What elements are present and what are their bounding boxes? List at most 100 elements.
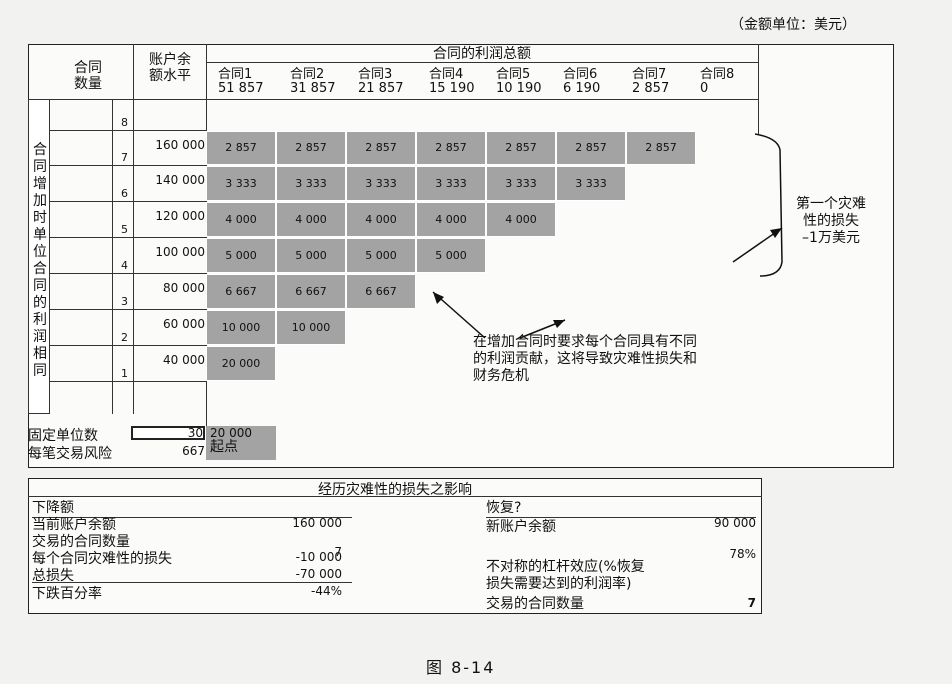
risk-value: 667 bbox=[182, 444, 205, 458]
profit-cell: 2 857 bbox=[416, 131, 486, 165]
note-callout-3: 财务危机 bbox=[473, 368, 529, 384]
profit-cell: 4 000 bbox=[276, 202, 346, 237]
contract-profit: 31 857 bbox=[290, 81, 336, 96]
row-index: 2 bbox=[121, 331, 128, 344]
contract-name: 合同5 bbox=[496, 67, 531, 82]
profit-cell: 3 333 bbox=[416, 166, 486, 201]
profit-cell: 3 333 bbox=[276, 166, 346, 201]
contract-profit: 51 857 bbox=[218, 81, 264, 96]
header-contract-count: 合同 数量 bbox=[58, 60, 118, 92]
profit-cell: 3 333 bbox=[486, 166, 556, 201]
side-label: 合同增加时单位合同的利润相同 bbox=[33, 142, 47, 379]
start-cell: 20 000 起点 bbox=[206, 426, 276, 460]
impact-title-divider bbox=[28, 496, 762, 497]
profit-cell: 2 857 bbox=[556, 131, 626, 165]
profit-cell: 5 000 bbox=[276, 238, 346, 273]
account-level: 80 000 bbox=[163, 281, 205, 295]
profit-cell: 3 333 bbox=[206, 166, 276, 201]
impact-left-label: 总损失 bbox=[32, 568, 74, 584]
note-callout: 在增加合同时要求每个合同具有不同 的利润贡献，这将导致灾难性损失和 财务危机 bbox=[473, 334, 743, 385]
unit-note: （金额单位：美元） bbox=[730, 17, 856, 33]
contract-name: 合同4 bbox=[429, 67, 464, 82]
row-index: 6 bbox=[121, 187, 128, 200]
profit-cell: 2 857 bbox=[486, 131, 556, 165]
col-divider-1 bbox=[133, 44, 134, 414]
row-index: 5 bbox=[121, 223, 128, 236]
row-divider bbox=[50, 273, 206, 274]
profit-cell: 2 857 bbox=[206, 131, 276, 165]
header-contract-count-2: 数量 bbox=[74, 76, 102, 92]
profit-cell: 5 000 bbox=[416, 238, 486, 273]
impact-right-value: 7 bbox=[747, 596, 756, 610]
contract-profit: 6 190 bbox=[563, 81, 601, 96]
impact-left-value: 7 bbox=[334, 545, 342, 559]
impact-title: 经历灾难性的损失之影响 bbox=[318, 482, 472, 498]
header-profit-total: 合同的利润总额 bbox=[433, 46, 531, 62]
account-level: 140 000 bbox=[155, 173, 205, 187]
fixed-units-label: 固定单位数 bbox=[28, 428, 98, 444]
row-index: 3 bbox=[121, 295, 128, 308]
impact-left-label: 交易的合同数量 bbox=[32, 534, 130, 550]
profit-cell: 4 000 bbox=[346, 202, 416, 237]
profit-cell: 6 667 bbox=[206, 274, 276, 309]
header-account-level-2: 额水平 bbox=[149, 68, 191, 84]
row-divider bbox=[50, 345, 206, 346]
col-divider-3 bbox=[758, 44, 759, 134]
account-level: 100 000 bbox=[155, 245, 205, 259]
col-divider-index bbox=[112, 99, 113, 414]
profit-cell: 10 000 bbox=[206, 310, 276, 345]
header-account-level: 账户余 额水平 bbox=[138, 52, 202, 84]
disaster-callout-3: –1万美元 bbox=[802, 230, 860, 246]
profit-title-divider bbox=[206, 62, 758, 63]
impact-right-label: 不对称的杠杆效应(%恢复 bbox=[486, 559, 645, 575]
profit-cell: 4 000 bbox=[206, 202, 276, 237]
impact-left-label: 下跌百分率 bbox=[32, 582, 352, 603]
contract-profit: 0 bbox=[700, 81, 709, 96]
contract-profit: 15 190 bbox=[429, 81, 475, 96]
impact-left-value: -70 000 bbox=[295, 567, 342, 581]
profit-cell: 20 000 bbox=[206, 346, 276, 381]
impact-left-label: 每个合同灾难性的损失 bbox=[32, 551, 172, 567]
profit-cell: 3 333 bbox=[346, 166, 416, 201]
figure-caption: 图 8-14 bbox=[426, 658, 496, 677]
impact-left-label: 当前账户余额 bbox=[32, 517, 116, 533]
row-divider bbox=[50, 309, 206, 310]
account-level: 60 000 bbox=[163, 317, 205, 331]
impact-right-label: 新账户余额 bbox=[486, 519, 556, 535]
row-index: 8 bbox=[121, 116, 128, 129]
row-index: 1 bbox=[121, 367, 128, 380]
row-index: 7 bbox=[121, 151, 128, 164]
row-divider bbox=[50, 130, 206, 131]
impact-left-heading: 下降额 bbox=[32, 497, 352, 518]
header-divider bbox=[50, 99, 758, 100]
note-callout-2: 的利润贡献，这将导致灾难性损失和 bbox=[473, 351, 697, 367]
profit-cell: 2 857 bbox=[346, 131, 416, 165]
note-callout-1: 在增加合同时要求每个合同具有不同 bbox=[473, 334, 697, 350]
impact-box bbox=[28, 478, 762, 614]
impact-left-value: -44% bbox=[310, 584, 342, 598]
contract-profit: 21 857 bbox=[358, 81, 404, 96]
profit-cell: 5 000 bbox=[346, 238, 416, 273]
contract-name: 合同8 bbox=[700, 67, 735, 82]
account-level: 40 000 bbox=[163, 353, 205, 367]
impact-right-value: 78% bbox=[729, 547, 756, 561]
contract-profit: 2 857 bbox=[632, 81, 670, 96]
risk-label: 每笔交易风险 bbox=[28, 446, 112, 462]
impact-left-value: -10 000 bbox=[295, 550, 342, 564]
profit-cell: 5 000 bbox=[206, 238, 276, 273]
fixed-units-value[interactable]: 30 bbox=[131, 426, 205, 440]
row-index: 4 bbox=[121, 259, 128, 272]
row-divider bbox=[50, 381, 206, 382]
disaster-callout-1: 第一个灾难 bbox=[796, 196, 866, 212]
profit-cell: 10 000 bbox=[276, 310, 346, 345]
contract-name: 合同2 bbox=[290, 67, 325, 82]
contract-name: 合同7 bbox=[632, 67, 667, 82]
profit-cell: 4 000 bbox=[486, 202, 556, 237]
